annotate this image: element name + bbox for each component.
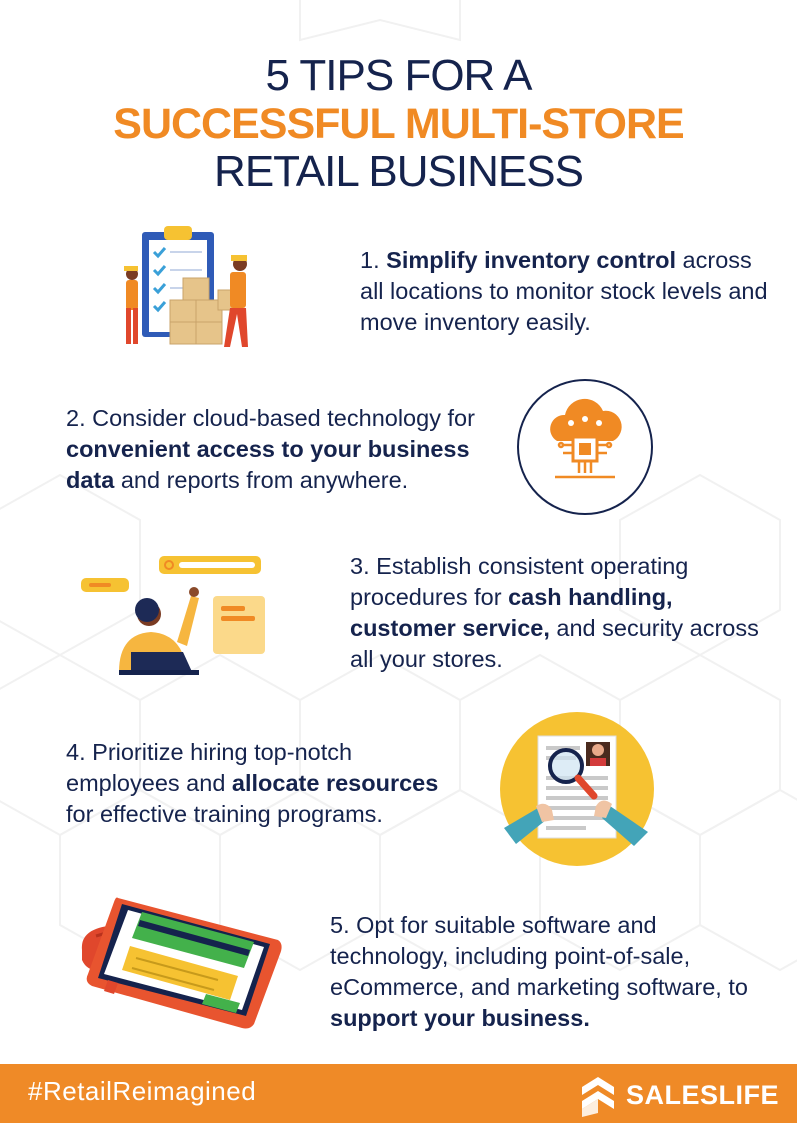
tip-text: for effective training programs. — [66, 801, 383, 827]
tip-number: 2. — [66, 405, 86, 431]
resume-magnifier-illustration — [498, 710, 656, 868]
tip-text: Prioritize hiring top-notch employees an… — [66, 739, 353, 796]
title-line-3: RETAIL BUSINESS — [214, 147, 584, 196]
tip-5: 5. Opt for suitable software and technol… — [330, 910, 780, 1034]
hashtag: #RetailReimagined — [28, 1076, 257, 1106]
tip-text: Opt for suitable software and technology… — [330, 912, 748, 1000]
tip-highlight: cash handling, customer service, — [350, 584, 673, 641]
tip-highlight: allocate resources — [231, 770, 439, 796]
tip-1: 1. Simplify inventory control across all… — [360, 245, 770, 338]
tip-highlight: convenient access to your business data — [66, 436, 470, 493]
tip-2: 2. Consider cloud-based technology for c… — [66, 403, 486, 496]
tip-text: and security across all your stores. — [350, 615, 759, 672]
tip-text: across all locations to monitor stock le… — [360, 247, 768, 335]
tip-4: 4. Prioritize hiring top-notch employees… — [66, 737, 466, 830]
person-laptop-search-illustration — [75, 552, 270, 677]
tip-highlight: Simplify inventory control — [386, 247, 677, 273]
page-title: 5 TIPS FOR A SUCCESSFUL MULTI-STORE RETA… — [0, 52, 797, 196]
tip-text: Consider cloud-based technology for — [92, 405, 475, 431]
tip-text: and reports from anywhere. — [114, 467, 409, 493]
tip-number: 4. — [66, 739, 86, 765]
tip-number: 5. — [330, 912, 357, 938]
brand-name: SALESLIFE — [625, 1079, 779, 1110]
tip-number: 3. — [350, 553, 370, 579]
footer-bar: #RetailReimagined SALESLIFE — [0, 1064, 797, 1123]
pos-payment-terminal-illustration — [78, 890, 283, 1030]
title-line-1: 5 TIPS FOR A — [265, 51, 533, 100]
title-line-2-highlight: SUCCESSFUL MULTI-STORE — [113, 100, 684, 148]
cloud-chip-icon — [515, 377, 655, 517]
saleslife-logo-icon — [581, 1077, 614, 1117]
tip-number: 1. — [360, 247, 380, 273]
tip-text: Establish consistent operating procedure… — [350, 553, 689, 610]
tip-highlight: support your business. — [330, 1005, 590, 1031]
inventory-clipboard-workers-illustration — [118, 222, 268, 357]
brand-logo: SALESLIFE — [580, 1073, 779, 1117]
tip-3: 3. Establish consistent operating proced… — [350, 551, 780, 675]
